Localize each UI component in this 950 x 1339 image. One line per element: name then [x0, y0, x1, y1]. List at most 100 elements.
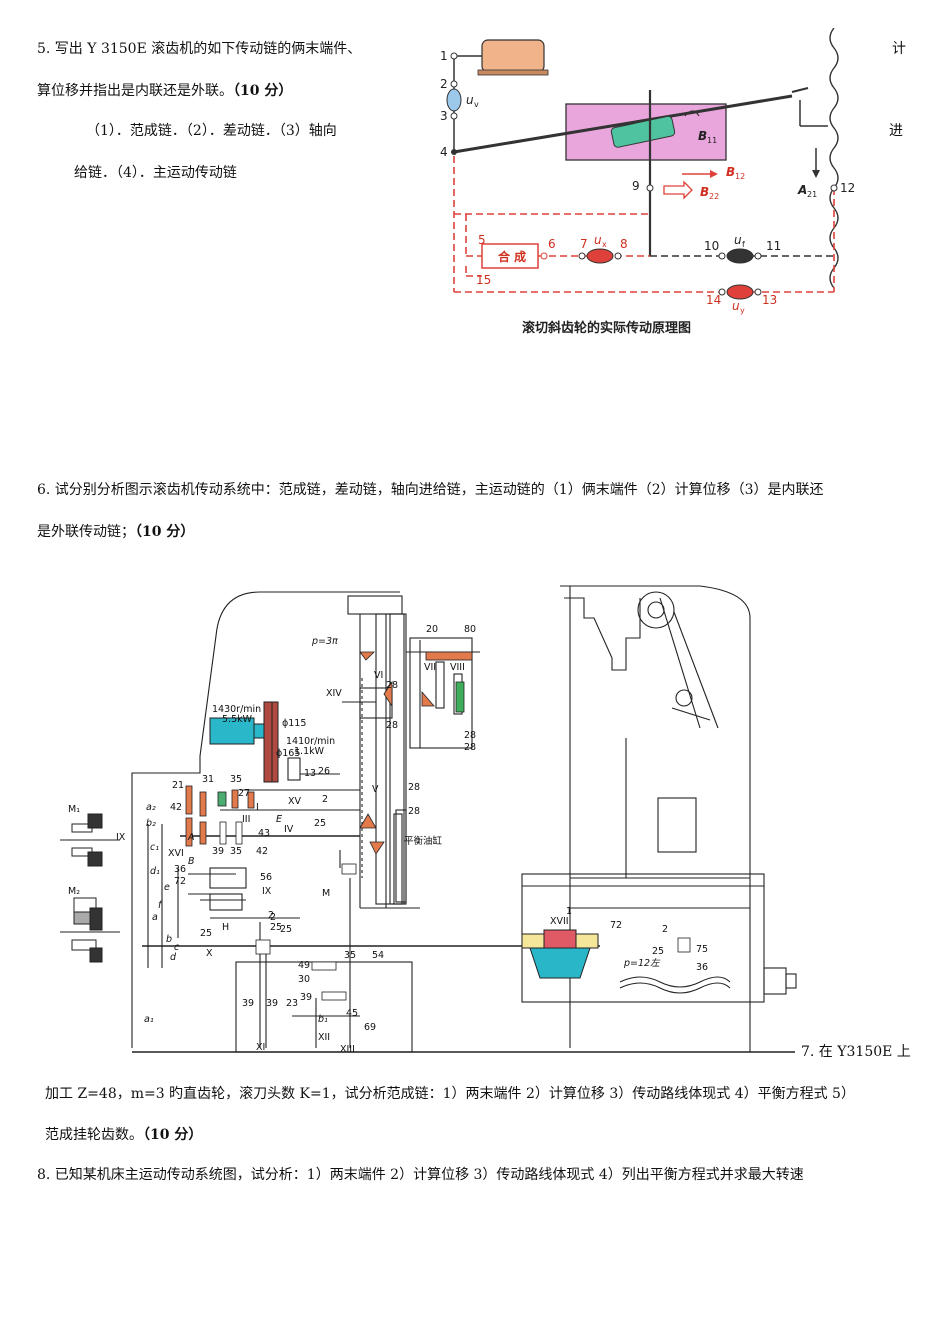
uv-gear-icon: [446, 88, 462, 112]
node-13: 13: [762, 293, 777, 307]
b11-label: B: [698, 129, 707, 143]
hob-roller-icon: [610, 115, 676, 148]
balance-cylinder-label: 平衡油缸: [404, 835, 443, 847]
q5-line2-text: 算位移并指出是内联还是外联。: [37, 83, 233, 99]
label-E: E: [276, 814, 282, 825]
roman-vi: VI: [374, 670, 383, 681]
gear-28d: 28: [464, 742, 476, 753]
m2-label: M₂: [68, 886, 80, 897]
gear-31: 31: [202, 774, 214, 785]
node-5: 5: [478, 233, 486, 247]
uy-sub: y: [740, 306, 745, 315]
gear-49: 49: [298, 960, 310, 971]
gear-2b: 2: [270, 912, 276, 923]
gear-39b: 39: [300, 992, 312, 1003]
gear-35b: 35: [230, 846, 242, 857]
node-7: 7: [580, 237, 588, 251]
gear-39c: 39: [242, 998, 254, 1009]
gear-25c: 25: [280, 924, 292, 935]
gear-69: 69: [364, 1022, 376, 1033]
gear-25e: 25: [270, 922, 282, 933]
roman-xiv: XIV: [326, 688, 342, 699]
leadscrew-icon: [829, 28, 839, 289]
q7-line3-text: 范成挂轮齿数。: [45, 1127, 143, 1143]
b22-sub: 22: [709, 192, 719, 201]
q7-score: （10 分）: [143, 1127, 203, 1143]
roman-ix: IX: [116, 832, 126, 843]
label-b1: b₁: [318, 1014, 328, 1025]
label-c: c: [174, 942, 180, 953]
roman-x: X: [206, 948, 213, 959]
gear-35c: 35: [344, 950, 356, 961]
synthesis-box-label: 合 成: [498, 249, 526, 264]
motor1-speed: 1430r/min: [212, 704, 261, 715]
roman-xvi: XVI: [168, 848, 184, 859]
gear-28f: 28: [408, 806, 420, 817]
gear-39a: 39: [212, 846, 224, 857]
ux-gear-icon: [586, 248, 614, 264]
p12-label: p=12左: [623, 958, 661, 969]
q6-score: （10 分）: [135, 524, 195, 540]
label-A: A: [187, 832, 195, 843]
gear-28b: 28: [386, 720, 398, 731]
motor2-power: 1.1kW: [294, 746, 325, 757]
gear-42b: 42: [256, 846, 268, 857]
roman-iv: IV: [284, 824, 294, 835]
node-14: 14: [706, 293, 721, 307]
gear-43: 43: [258, 828, 270, 839]
label-f: f: [158, 900, 163, 911]
label-b2: b₂: [146, 818, 156, 829]
gear-2d: 2: [268, 910, 274, 921]
label-c1: c₁: [150, 842, 159, 853]
node-3: 3: [440, 109, 448, 123]
roman-i: I: [256, 802, 259, 813]
label-e: e: [164, 882, 170, 893]
uf-sub: f: [742, 240, 745, 249]
label-a2: a₂: [146, 802, 156, 813]
node-8: 8: [620, 237, 628, 251]
q7-line1: 7. 在 Y3150E 上: [801, 1044, 911, 1060]
hobbing-principle-figure: 1 2 3 4 u v B 11 B 12 B 22 9 A 21 12 5 合…: [440, 28, 855, 336]
gear-36b: 36: [696, 962, 708, 973]
uf-gear-icon: [726, 248, 754, 264]
node-10: 10: [704, 239, 719, 253]
node-4: 4: [440, 145, 448, 159]
y3150e-transmission-figure: 1430r/min 5.5kW ϕ115 ϕ165 1410r/min 1.1k…: [60, 585, 797, 1055]
label-B: B: [188, 856, 195, 867]
b12-sub: 12: [735, 172, 745, 181]
roman-h: H: [222, 922, 229, 933]
node-2: 2: [440, 77, 448, 91]
gear-25d: 25: [652, 946, 664, 957]
phi115-label: ϕ115: [282, 718, 306, 729]
gear-72a: 72: [174, 876, 186, 887]
roman-xvii: XVII: [550, 916, 569, 927]
a21-label: A: [797, 183, 807, 197]
q5-line4: 给链．（4）．主运动传动链: [74, 165, 237, 181]
ux-sub: x: [602, 240, 607, 249]
roman-iii: III: [242, 814, 250, 825]
uy-gear-icon: [726, 284, 754, 300]
q7-line2: 加工 Z=48，m=3 旳直齿轮，滚刀头数 K=1，试分析范成链：1）两末端件 …: [45, 1086, 855, 1102]
motor-icon: [481, 39, 545, 73]
gear-25a: 25: [314, 818, 326, 829]
uf-label: u: [734, 233, 742, 247]
q5-line3-end: 进: [889, 123, 903, 139]
roman-vii: VII: [424, 662, 436, 673]
node-1: 1: [440, 49, 448, 63]
gear-56: 56: [260, 872, 272, 883]
q5-score: （10 分）: [233, 83, 293, 99]
q5-line3: （1）．范成链．（2）．差动链．（3）轴向: [86, 123, 337, 139]
m-label: M: [322, 888, 330, 899]
gear-2a: 2: [322, 794, 328, 805]
q7-line3: 范成挂轮齿数。（10 分）: [45, 1126, 202, 1144]
roman-xii: XII: [318, 1032, 330, 1043]
gear-20: 20: [426, 624, 438, 635]
motor1-power: 5.5kW: [222, 714, 253, 725]
label-a1: a₁: [144, 1014, 154, 1025]
gear-25b: 25: [200, 928, 212, 939]
roman-viii: VIII: [450, 662, 465, 673]
gear-2c: 2: [662, 924, 668, 935]
q5-line1: 5. 写出 Y 3150E 滚齿机的如下传动链的俩末端件、: [37, 41, 362, 57]
gear-23: 23: [286, 998, 298, 1009]
roman-ix-2: IX: [262, 886, 272, 897]
